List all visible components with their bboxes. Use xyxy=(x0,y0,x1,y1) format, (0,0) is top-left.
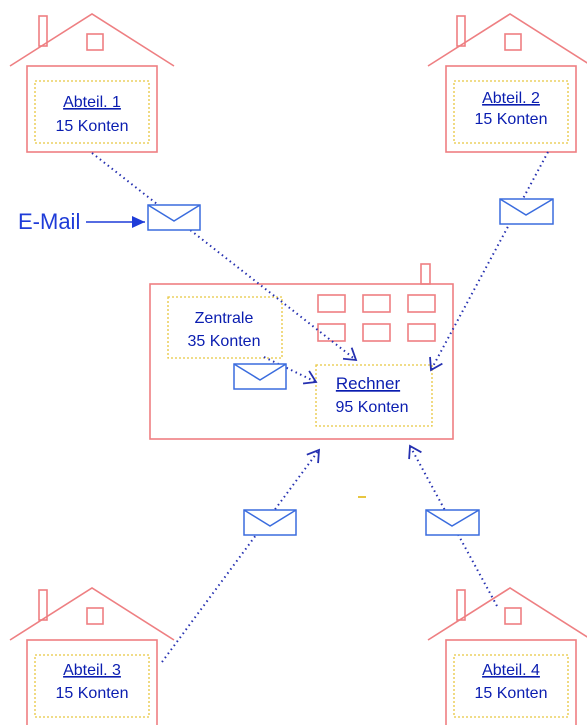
email-label: E-Mail xyxy=(18,209,80,234)
box-department-4 xyxy=(453,654,569,718)
department-3-accounts: 15 Konten xyxy=(56,685,129,702)
box-server xyxy=(315,364,433,427)
department-3-name: Abteil. 3 xyxy=(63,662,121,679)
house-department-1 xyxy=(9,13,175,153)
box-department-2 xyxy=(453,80,569,144)
box-department-1 xyxy=(34,80,150,144)
arrow-department-1-to-server xyxy=(91,152,358,362)
envelope-icon xyxy=(499,198,554,225)
department-2-accounts: 15 Konten xyxy=(475,111,548,128)
headquarters-name: Zentrale xyxy=(195,310,254,327)
department-1-accounts: 15 Konten xyxy=(56,118,129,135)
arrow-department-2-to-server xyxy=(429,151,549,372)
server-name: Rechner xyxy=(336,374,401,393)
department-1-name: Abteil. 1 xyxy=(63,94,121,111)
envelope-icon xyxy=(147,204,201,231)
server-accounts: 95 Konten xyxy=(336,399,409,416)
department-2-name: Abteil. 2 xyxy=(482,90,540,107)
house-department-4 xyxy=(427,587,587,725)
house-department-3 xyxy=(9,587,175,725)
envelope-icon xyxy=(425,509,480,536)
box-department-3 xyxy=(34,654,150,718)
headquarters-accounts: 35 Konten xyxy=(188,333,261,350)
department-4-name: Abteil. 4 xyxy=(482,662,540,679)
envelope-icon xyxy=(233,363,287,390)
house-department-2 xyxy=(427,13,587,153)
arrow-department-3-to-server xyxy=(161,448,320,663)
box-headquarters xyxy=(167,296,283,359)
central-building xyxy=(149,263,454,440)
department-4-accounts: 15 Konten xyxy=(475,685,548,702)
envelope-icon xyxy=(243,509,297,536)
